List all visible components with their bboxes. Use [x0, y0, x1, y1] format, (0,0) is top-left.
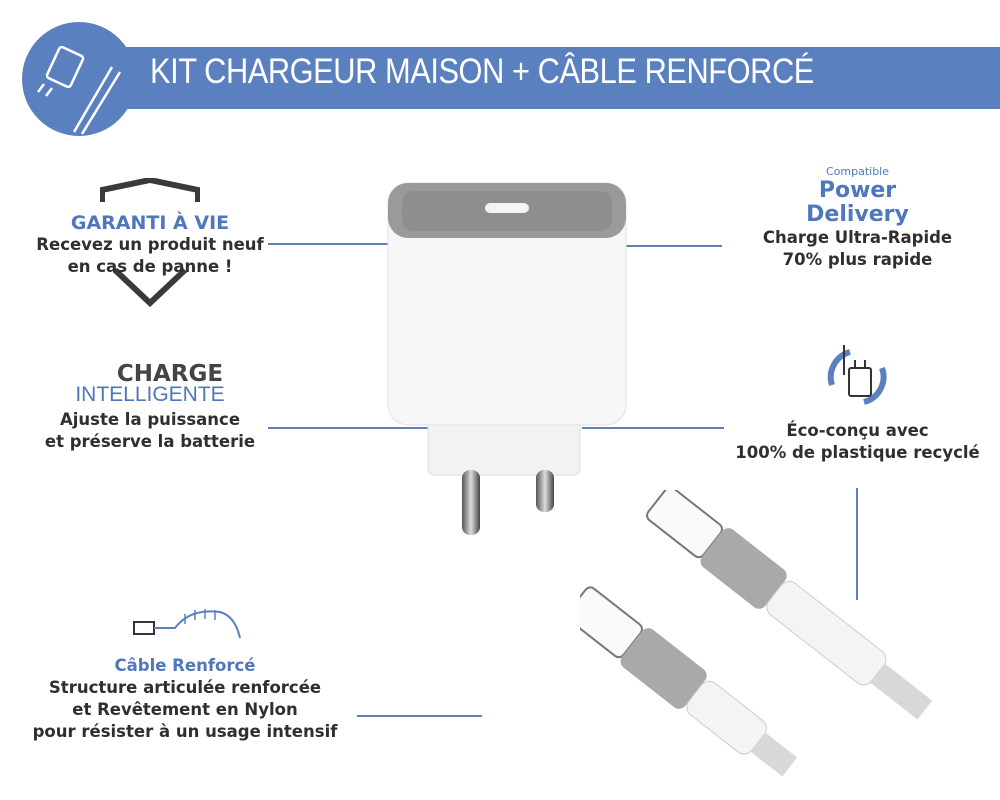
smart-title1: CHARGE	[116, 361, 224, 387]
page-title: KIT CHARGEUR MAISON + CÂBLE RENFORCÉ	[150, 52, 814, 91]
cable-line1: Structure articulée renforcée	[48, 678, 322, 697]
pd-line1: Charge Ultra-Rapide	[762, 228, 953, 247]
cable-title: Câble Renforcé	[114, 656, 256, 675]
warranty-line2: en cas de panne !	[67, 257, 233, 276]
cable-block: Câble Renforcé Structure articulée renfo…	[15, 655, 355, 743]
cable-line2: et Revêtement en Nylon	[72, 700, 298, 719]
pd-title1: Power	[818, 178, 897, 203]
recycle-charger-icon	[827, 345, 887, 405]
pd-line2: 70% plus rapide	[782, 250, 933, 269]
smart-line1: Ajuste la puissance	[59, 410, 241, 429]
smart-title2: INTELLIGENTE	[75, 383, 225, 406]
connector-line	[357, 715, 482, 717]
shield-icon	[100, 178, 200, 308]
cable-icon	[133, 609, 241, 639]
power-delivery-block: Compatible Power Delivery Charge Ultra-R…	[720, 165, 995, 271]
connector-line	[622, 245, 722, 247]
connector-line	[268, 243, 390, 245]
connector-line	[582, 427, 724, 429]
pd-title2: Delivery	[806, 202, 909, 227]
smart-line2: et préserve la batterie	[44, 432, 256, 451]
warranty-title: GARANTI À VIE	[70, 212, 230, 234]
kit-icon	[22, 22, 136, 136]
cable-line3: pour résister à un usage intensif	[32, 722, 338, 741]
title-banner	[120, 47, 1000, 109]
eco-block: Éco-conçu avec 100% de plastique recyclé	[720, 420, 995, 464]
connector-line	[856, 488, 858, 600]
warranty-block: GARANTI À VIE Recevez un produit neuf en…	[20, 212, 280, 278]
charger-image	[387, 182, 627, 535]
connector-line	[268, 427, 430, 429]
usb-c-cables-image	[580, 490, 933, 777]
warranty-line1: Recevez un produit neuf	[36, 235, 264, 254]
eco-line2: 100% de plastique recyclé	[735, 443, 980, 462]
smart-charge-block: CHARGE INTELLIGENTE Ajuste la puissance …	[20, 363, 280, 453]
pd-small: Compatible	[825, 165, 890, 178]
eco-line1: Éco-conçu avec	[786, 421, 929, 440]
